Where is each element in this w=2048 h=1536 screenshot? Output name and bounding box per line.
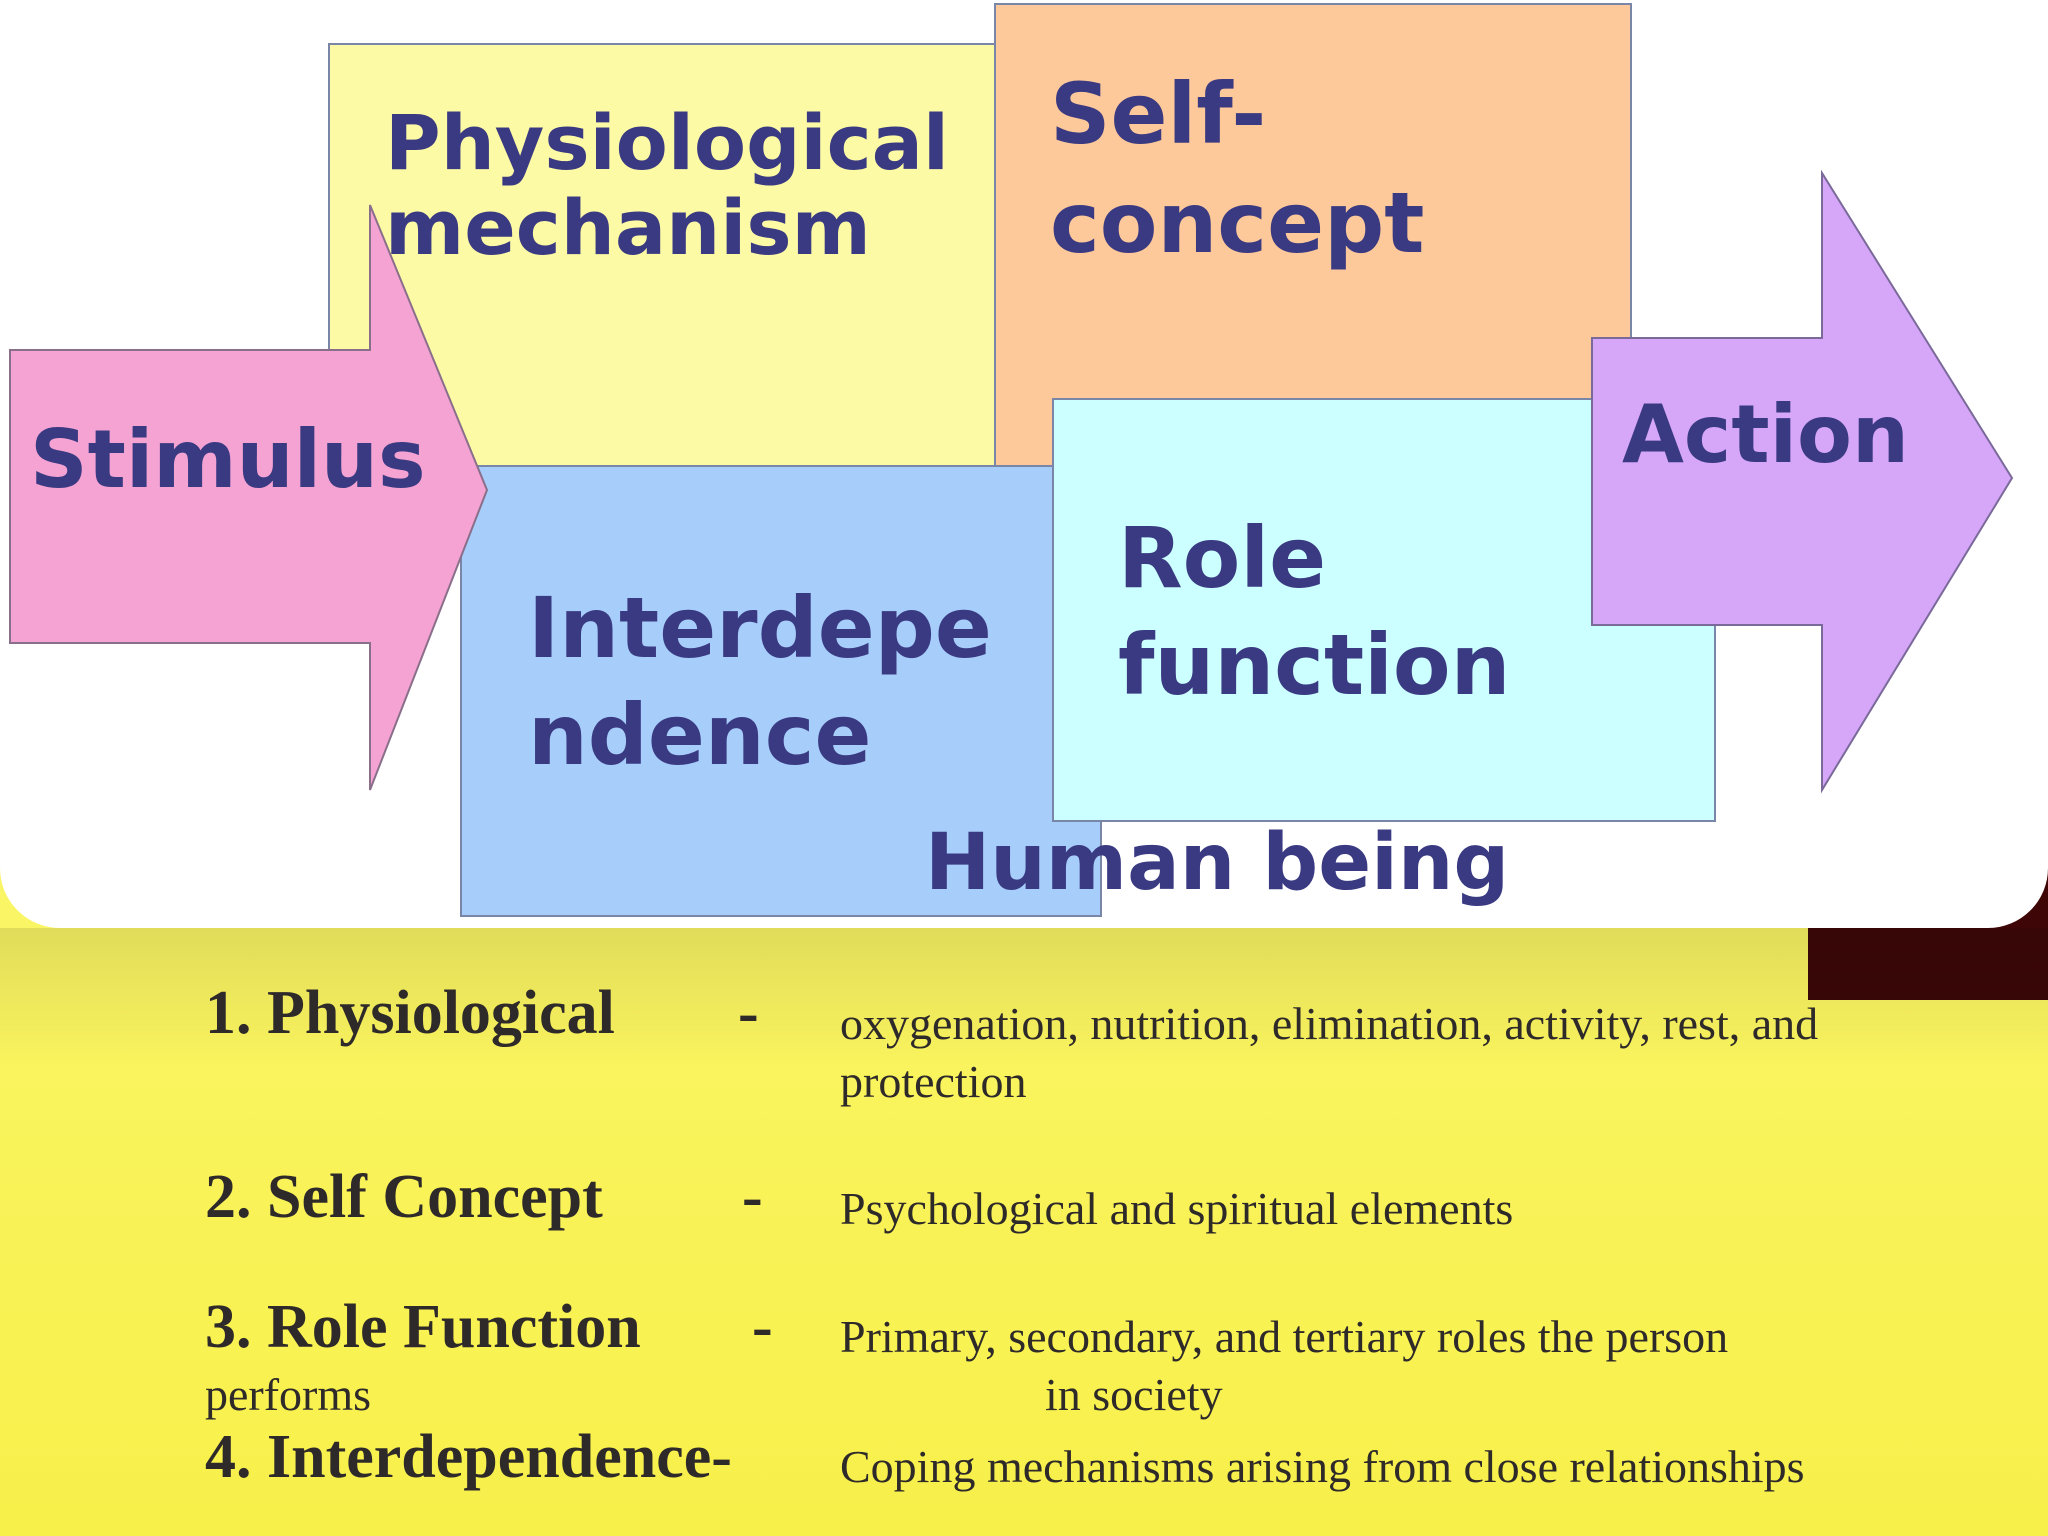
- mode-3-desc-line2: in society: [1045, 1369, 1223, 1420]
- mode-3-label: 3. Role Function: [205, 1293, 641, 1361]
- mode-1-label: 1. Physiological: [205, 979, 615, 1047]
- mode-4-description: Coping mechanisms arising from close rel…: [840, 1441, 1805, 1492]
- mode-2-label: 2. Self Concept: [205, 1163, 603, 1231]
- mode-1-desc-line2: protection: [840, 1056, 1027, 1108]
- role-line1: Role: [1118, 509, 1327, 607]
- diagram-reflection: [0, 928, 2048, 1068]
- interdependence-box: [460, 465, 1102, 917]
- physiological-label: Physiological mechanism: [385, 100, 949, 270]
- physiological-line1: Physiological: [385, 98, 949, 187]
- interdependence-label: Interdepe ndence: [528, 575, 992, 788]
- role-function-label: Role function: [1118, 505, 1510, 718]
- interdependence-line1: Interdepe: [528, 579, 992, 677]
- mode-2-description: Psychological and spiritual elements: [840, 1183, 1514, 1234]
- role-line2: function: [1118, 615, 1511, 714]
- physiological-line2: mechanism: [385, 183, 871, 273]
- action-arrow: [1591, 169, 2014, 794]
- diagram-panel: Physiological mechanism Self- concept St…: [9, 3, 2014, 917]
- action-label: Action: [1622, 388, 1909, 481]
- self-concept-label: Self- concept: [1050, 60, 1424, 278]
- stimulus-arrow: [9, 204, 489, 791]
- mode-1-desc-line1: oxygenation, nutrition, elimination, act…: [840, 998, 1819, 1049]
- mode-1-dash: -: [738, 979, 759, 1047]
- mode-4-label: 4. Interdependence-: [205, 1423, 732, 1491]
- self-concept-line1: Self-: [1050, 65, 1267, 163]
- arrows-layer: [9, 169, 2014, 794]
- mode-3-dash: -: [752, 1293, 773, 1361]
- mode-1-description: oxygenation, nutrition, elimination, act…: [840, 995, 1818, 1112]
- human-being-label: Human being: [925, 818, 1510, 908]
- interdependence-line2: ndence: [528, 685, 872, 784]
- mode-3-performs: performs: [205, 1369, 372, 1420]
- self-concept-line2: concept: [1050, 174, 1425, 273]
- mode-2-dash: -: [742, 1163, 763, 1231]
- mode-3-description: Primary, secondary, and tertiary roles t…: [840, 1311, 1729, 1362]
- stimulus-label: Stimulus: [30, 413, 426, 506]
